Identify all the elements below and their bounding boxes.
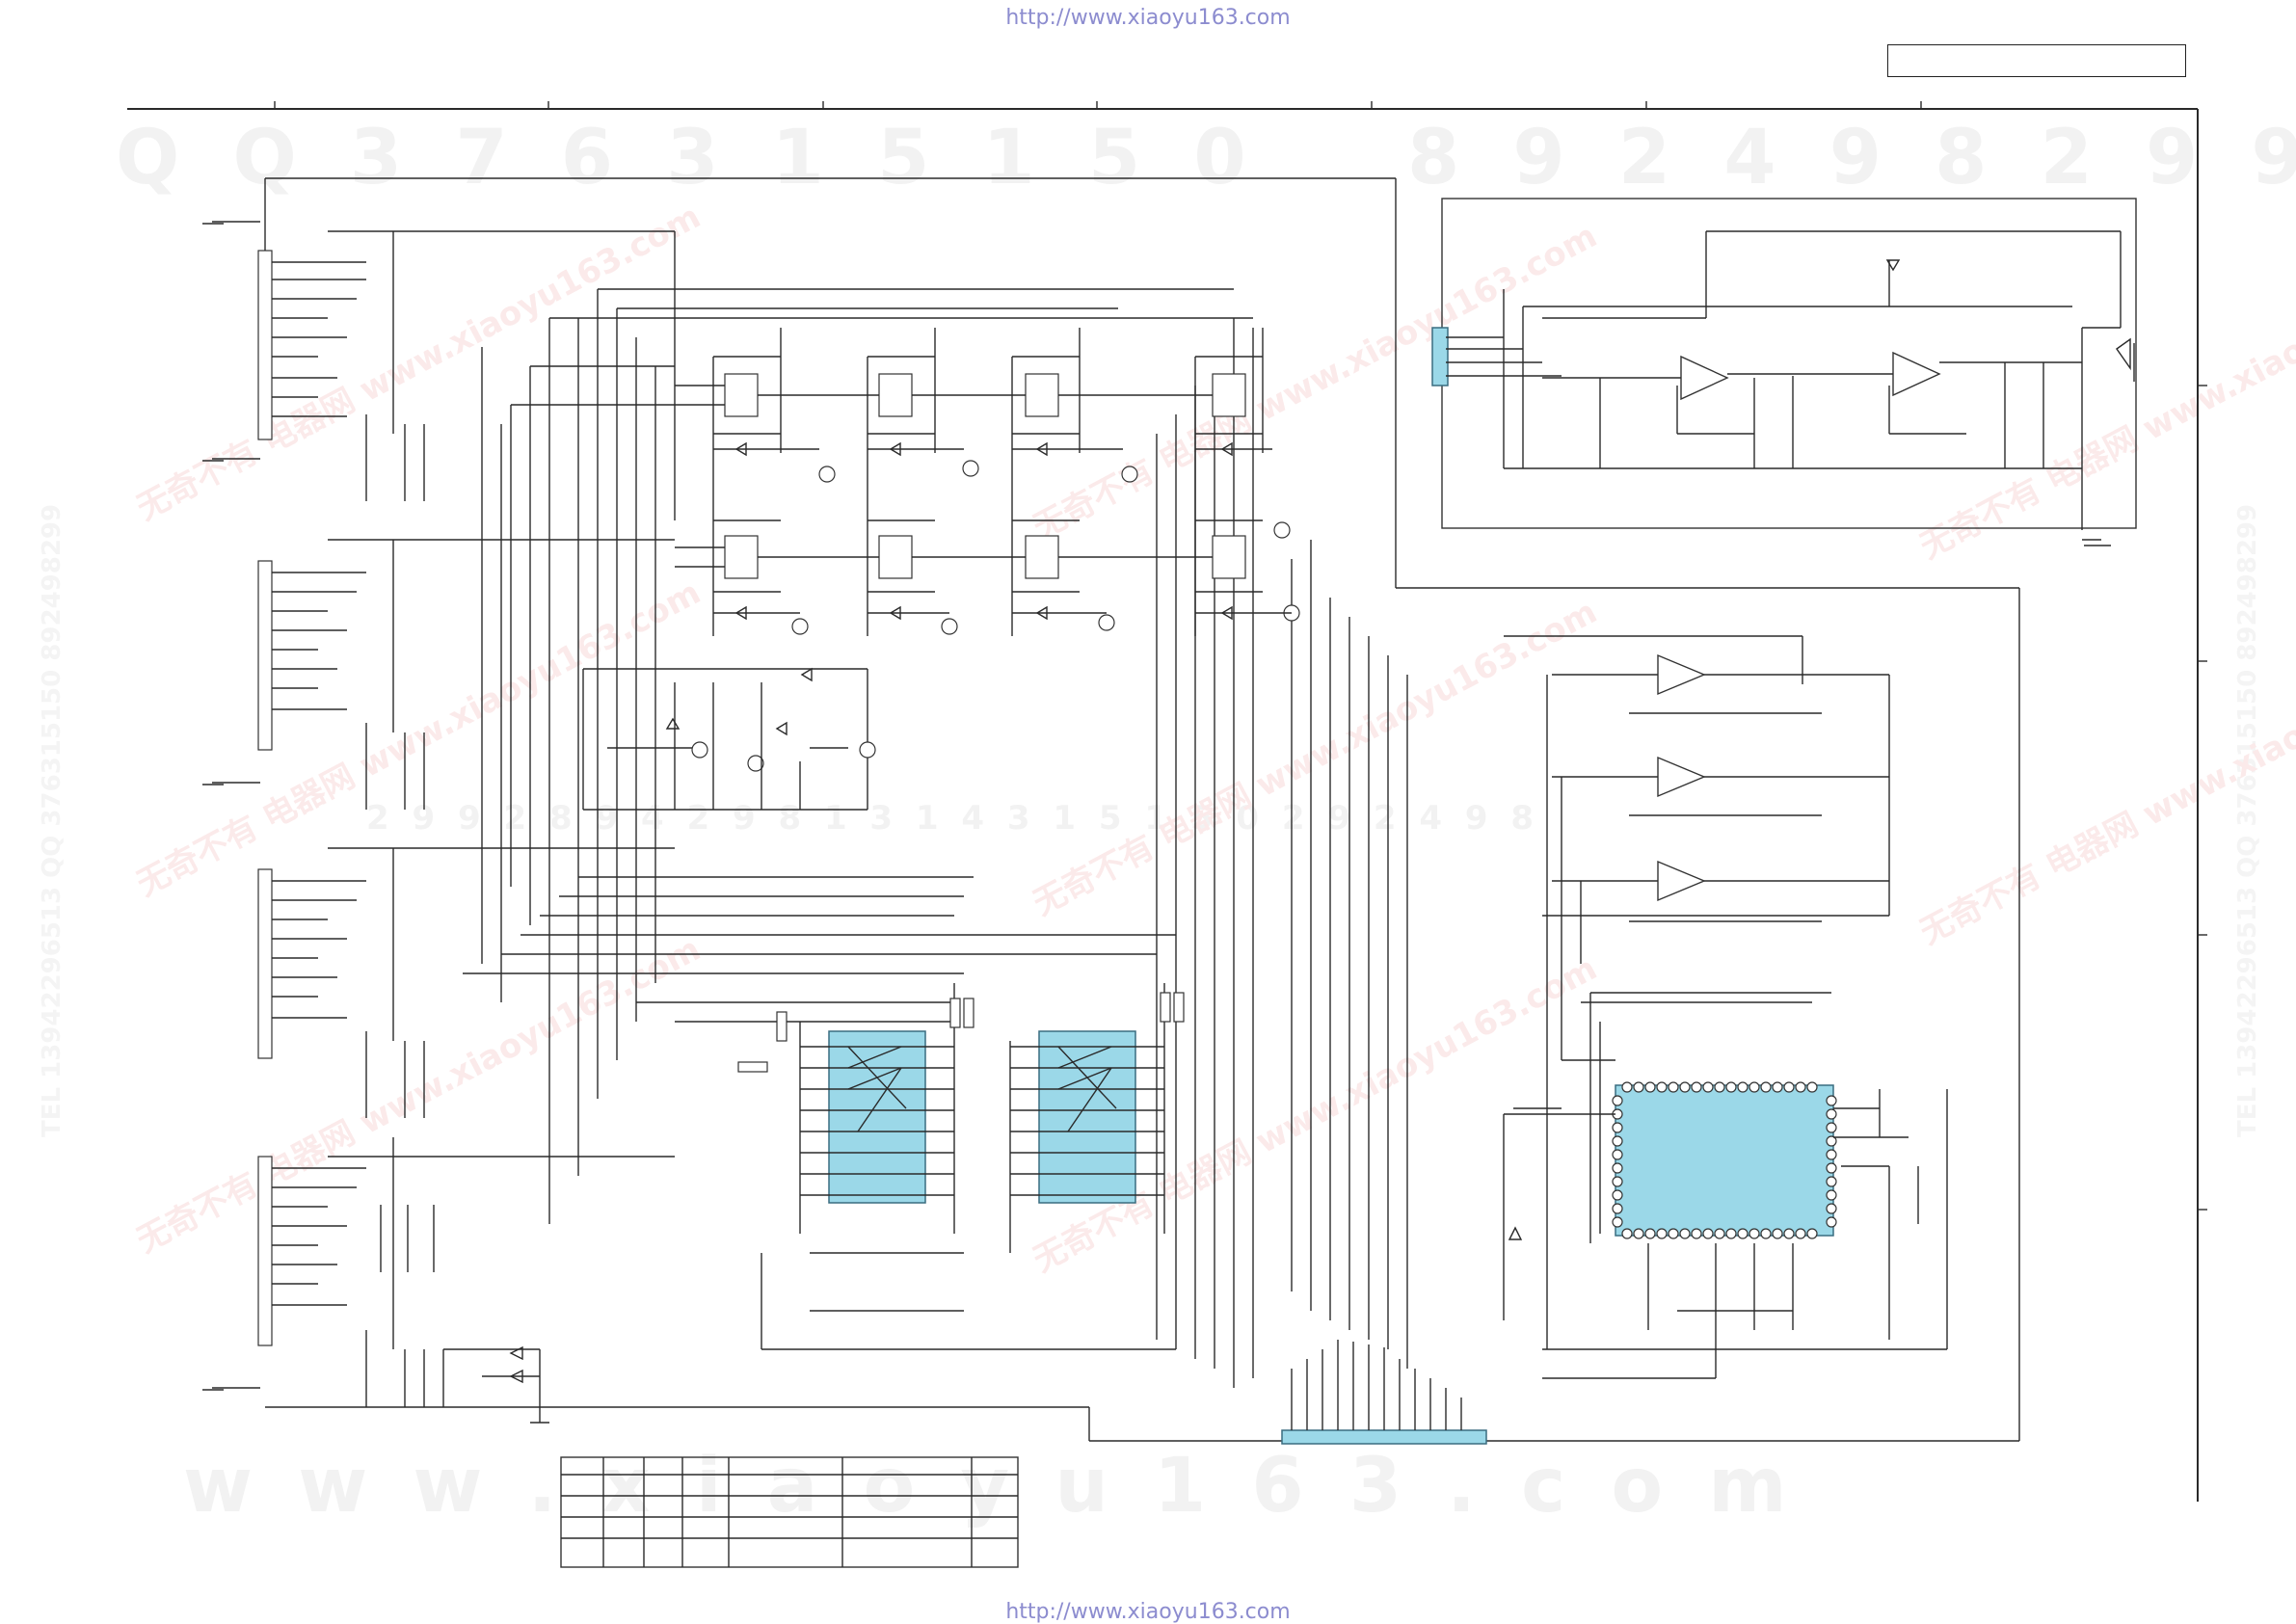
watermark-stamp-5: 无奇不有 电器网 www.xiaoyu163.com: [1027, 593, 1603, 923]
output-amplifiers: [1504, 635, 1890, 1349]
title-block: [1887, 44, 2186, 77]
watermark-side-left: TEL 13942296513 QQ 376315150 892498299: [38, 504, 67, 1137]
main-ic-pins: [1612, 1081, 1837, 1239]
notes-table: [560, 1456, 1019, 1568]
supply-diodes: [442, 1345, 549, 1424]
headphone-board: [1431, 198, 2137, 541]
main-ic: [1503, 992, 1948, 1379]
bottom-connector: [1281, 1340, 1487, 1445]
header-url[interactable]: http://www.xiaoyu163.com: [1005, 6, 1291, 30]
watermark-code-left: Q Q 3 7 6 3 1 5 1 5 0: [116, 115, 1260, 201]
footer-url[interactable]: http://www.xiaoyu163.com: [1005, 1600, 1291, 1624]
watermark-stamp-4: 无奇不有 电器网 www.xiaoyu163.com: [1027, 217, 1603, 547]
signal-buses: [264, 177, 2020, 1442]
relay-array: [675, 328, 1264, 636]
left-connectors: [212, 221, 366, 1389]
watermark-stamp-2: 无奇不有 电器网 www.xiaoyu163.com: [130, 573, 707, 904]
watermark-side-right: TEL 13942296513 QQ 376315150 892498299: [2233, 504, 2262, 1137]
watermark-stamp-3: 无奇不有 电器网 www.xiaoyu163.com: [130, 930, 707, 1261]
quad-ic-group: [737, 983, 1185, 1350]
ground-symbols: [202, 223, 2111, 1391]
sheet-frame: [127, 101, 2207, 1502]
mute-circuit: [582, 667, 876, 811]
watermark-code-right: 8 9 2 4 9 8 2 9 9: [1407, 115, 2296, 201]
relay-drivers: [713, 441, 1300, 635]
watermark-code-mid: 2 9 9 2 8 9 4 2 9 8 1 3 1 4 3 1 5 1 5 0 …: [366, 799, 1539, 838]
watermark-stamp-1: 无奇不有 电器网 www.xiaoyu163.com: [130, 198, 707, 528]
